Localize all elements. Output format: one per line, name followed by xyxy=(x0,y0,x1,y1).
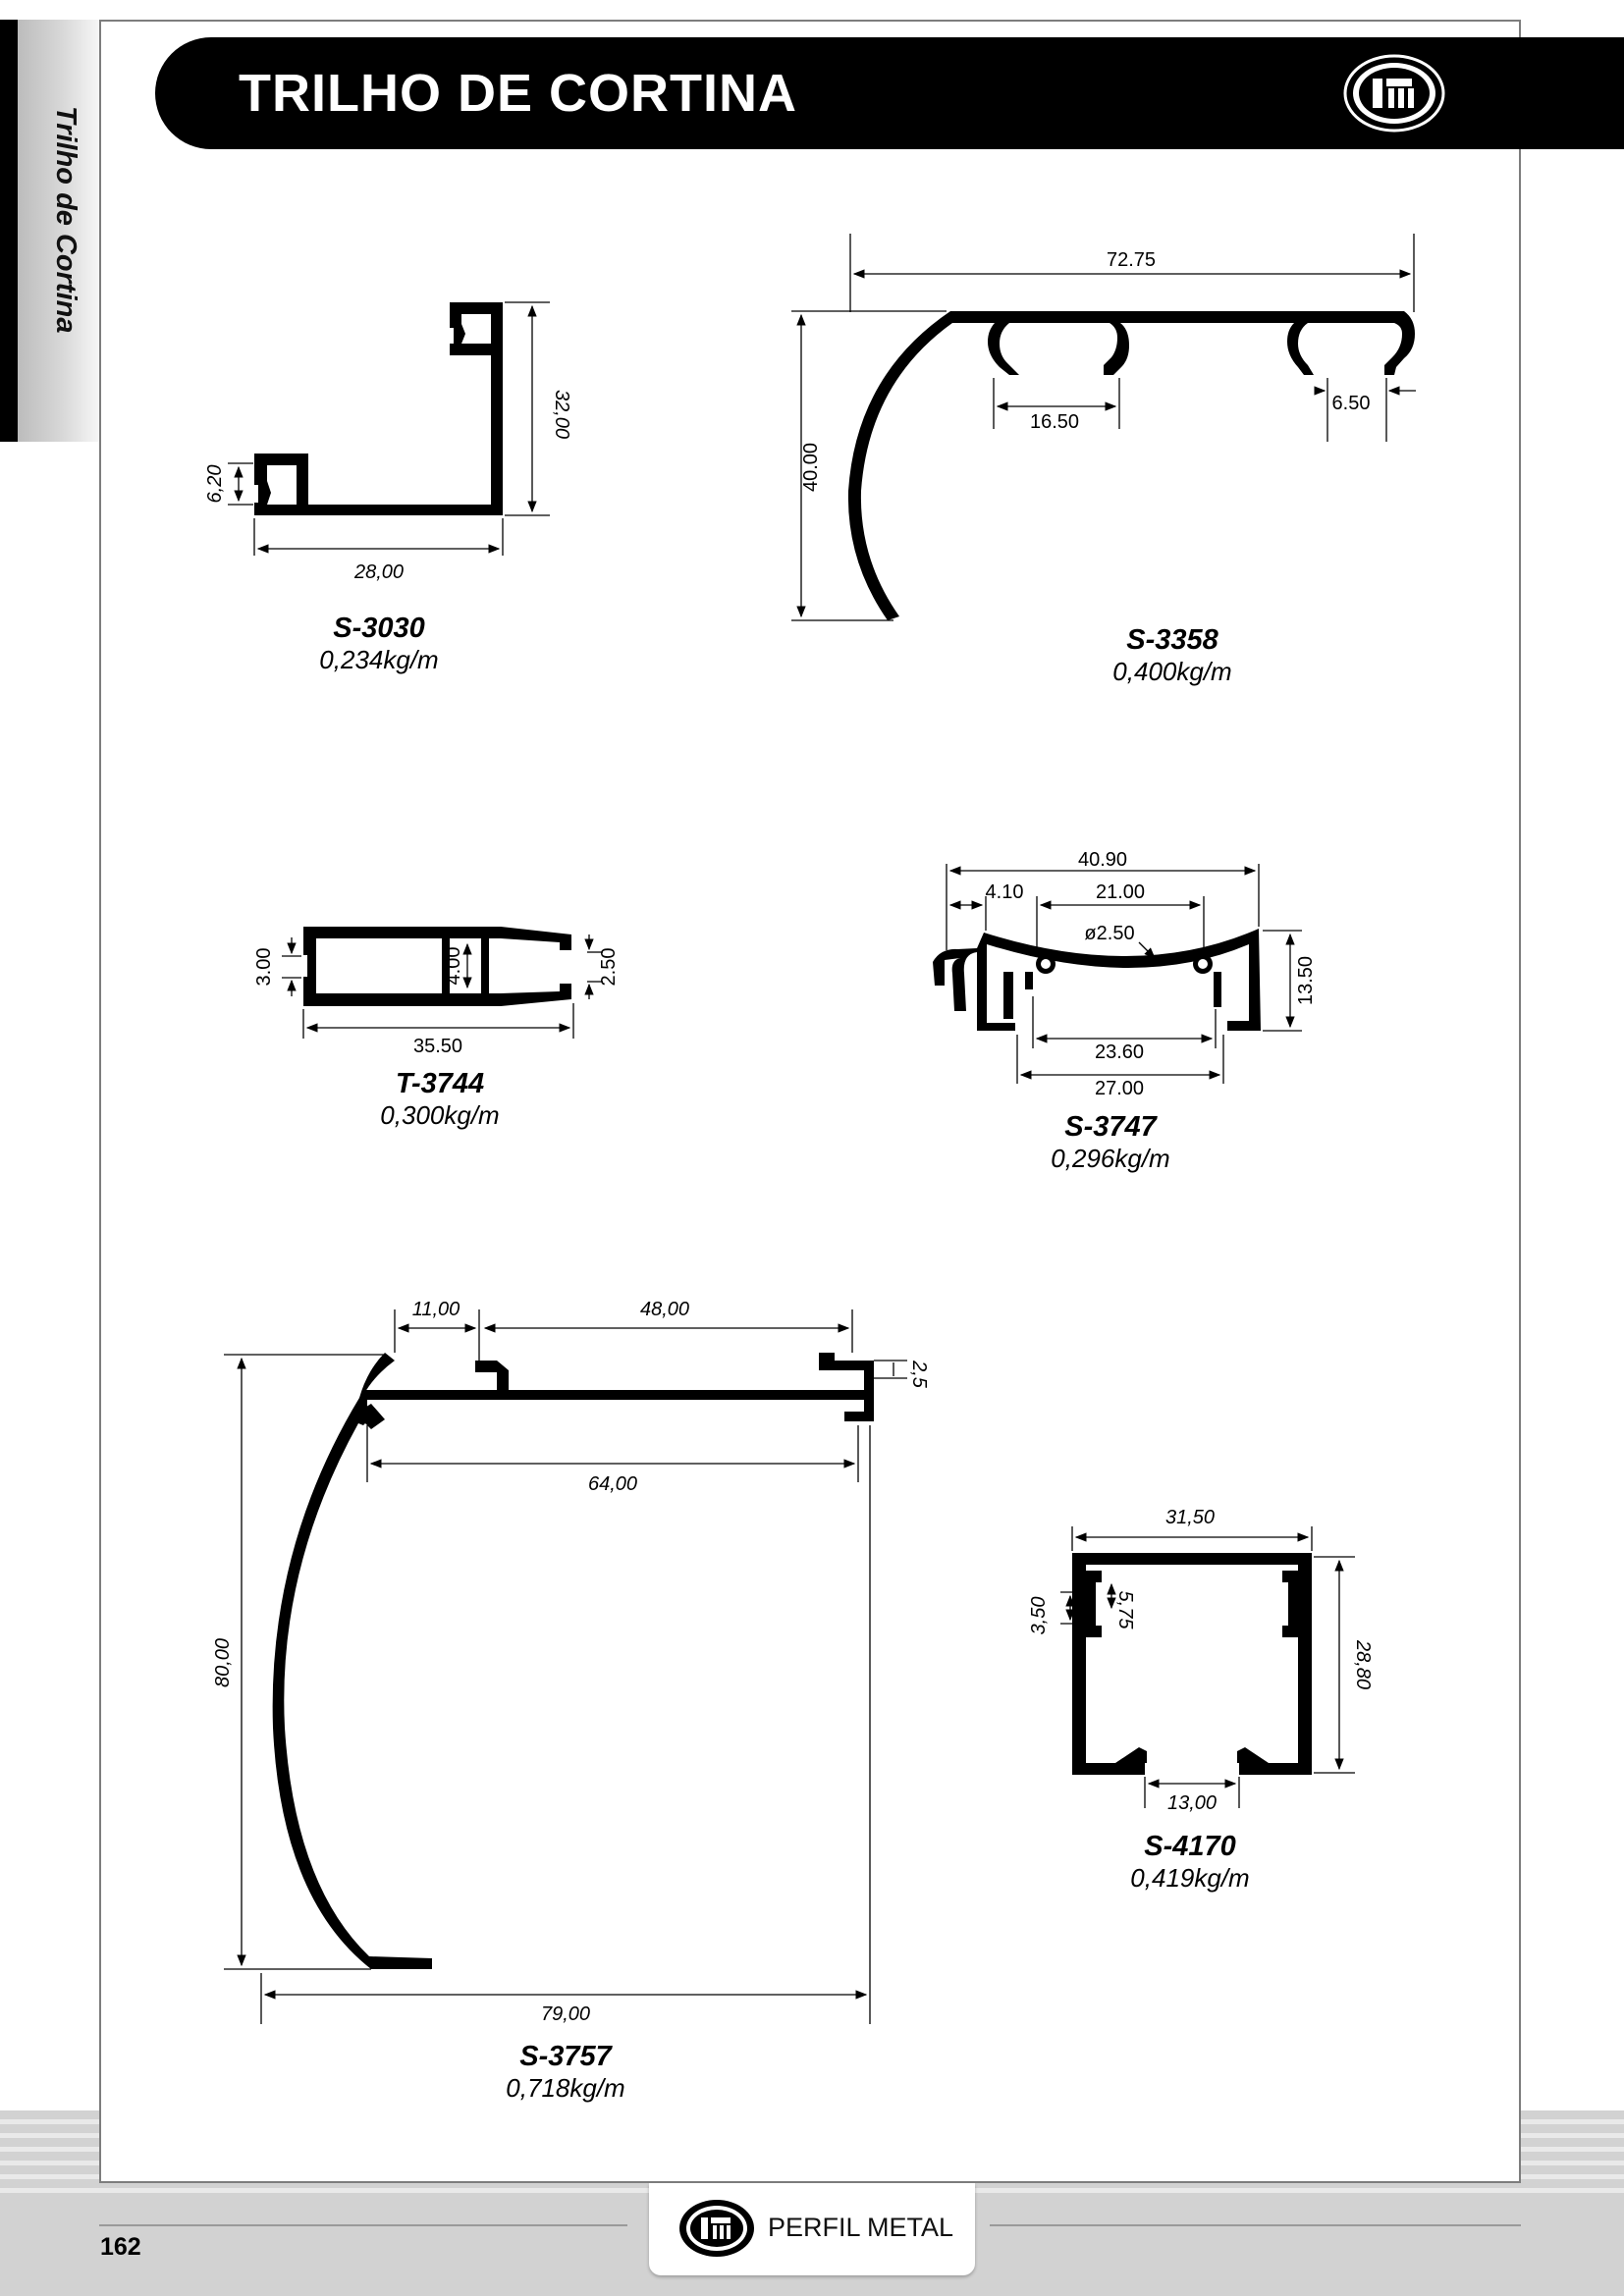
dim-s3747-width: 40.90 xyxy=(1078,849,1127,871)
dim-s3747-span: 21.00 xyxy=(1096,881,1145,903)
profile-code: T-3744 xyxy=(395,1068,485,1099)
dim-s3757-lip: 11,00 xyxy=(412,1299,460,1320)
profile-weight: 0,234kg/m xyxy=(319,645,439,674)
profile-s3757-drawing: 11,00 48,00 2,5 64,00 80,00 79,00 xyxy=(212,1299,930,2025)
profile-code: S-4170 xyxy=(1144,1831,1236,1862)
dim-s3747-base: 27.00 xyxy=(1095,1078,1144,1099)
dim-s3757-inner: 64,00 xyxy=(588,1473,637,1495)
dim-t3744-inner: 4.00 xyxy=(443,947,464,986)
profile-code: S-3030 xyxy=(333,613,425,644)
dim-t3744-width: 35.50 xyxy=(413,1036,462,1057)
profile-card-t3744: T-3744 0,300kg/m xyxy=(342,1068,538,1131)
profile-weight: 0,400kg/m xyxy=(1112,657,1232,686)
footer-divider-right xyxy=(990,2224,1521,2226)
footer-logo-icon xyxy=(679,2200,754,2257)
profile-weight: 0,296kg/m xyxy=(1051,1144,1170,1173)
dim-s3747-lip: 4.10 xyxy=(986,881,1024,903)
profile-card-s3747: S-3747 0,296kg/m xyxy=(1012,1111,1209,1174)
profile-s3358-drawing: 72.75 40.00 16.50 6.50 xyxy=(791,234,1416,621)
profile-weight: 0,419kg/m xyxy=(1130,1863,1250,1893)
profile-card-s4170: S-4170 0,419kg/m xyxy=(1092,1831,1288,1894)
dim-s3757-span: 48,00 xyxy=(640,1299,689,1320)
profile-card-s3030: S-3030 0,234kg/m xyxy=(281,613,477,675)
page-number: 162 xyxy=(100,2233,141,2261)
dim-s4170-slot: 5,75 xyxy=(1114,1591,1136,1630)
dim-s3747-diameter: ø2.50 xyxy=(1084,923,1134,944)
footer-brand: PERFIL METAL xyxy=(768,2213,954,2242)
profile-card-s3757: S-3757 0,718kg/m xyxy=(467,2041,664,2104)
profile-code: S-3358 xyxy=(1126,624,1218,656)
footer-divider-left xyxy=(99,2224,627,2226)
dim-s3757-height: 80,00 xyxy=(212,1638,234,1687)
profile-code: S-3757 xyxy=(519,2041,612,2072)
profile-s3747-drawing: 40.90 4.10 21.00 ø2.50 13.50 23.60 27.00 xyxy=(933,849,1317,1099)
dim-s3358-width: 72.75 xyxy=(1107,249,1156,271)
dim-s3358-height: 40.00 xyxy=(800,443,822,492)
profile-s3030-drawing: 32,00 28,00 6,20 xyxy=(204,301,572,583)
dim-t3744-lip: 3.00 xyxy=(253,948,275,987)
dim-s3030-width: 28,00 xyxy=(353,561,404,583)
profile-card-s3358: S-3358 0,400kg/m xyxy=(1074,624,1271,687)
profile-t3744-drawing: 35.50 3.00 4.00 2.50 xyxy=(253,927,620,1057)
profile-s4170-drawing: 31,50 3,50 5,75 28,80 13,00 xyxy=(1028,1507,1374,1814)
dim-s3030-height: 32,00 xyxy=(551,390,572,439)
page-title: TRILHO DE CORTINA xyxy=(239,64,797,123)
dim-s3747-inner: 23.60 xyxy=(1095,1041,1144,1063)
dim-t3744-right: 2.50 xyxy=(598,948,620,987)
dim-s4170-opening: 13,00 xyxy=(1167,1792,1217,1814)
catalog-sheet xyxy=(99,20,1521,2183)
brand-logo-icon xyxy=(1343,54,1445,133)
profile-weight: 0,718kg/m xyxy=(506,2073,625,2103)
dim-s4170-width: 31,50 xyxy=(1165,1507,1215,1528)
dim-s3747-height: 13.50 xyxy=(1295,956,1317,1005)
dim-s3757-width: 79,00 xyxy=(541,2003,590,2025)
side-tab-gradient xyxy=(18,20,99,442)
dim-s4170-lip: 3,50 xyxy=(1028,1597,1050,1635)
side-tab-bar xyxy=(0,20,18,442)
dim-s3358-slot: 16.50 xyxy=(1030,411,1079,433)
dim-s3358-gap: 6.50 xyxy=(1332,393,1371,414)
side-tab-title: Trilho de Cortina xyxy=(50,106,81,334)
profile-code: S-3747 xyxy=(1064,1111,1157,1143)
dim-s4170-height: 28,80 xyxy=(1352,1639,1374,1689)
dim-s3757-step: 2,5 xyxy=(908,1360,930,1389)
dim-s3030-lip: 6,20 xyxy=(204,465,226,504)
profile-weight: 0,300kg/m xyxy=(380,1100,500,1130)
